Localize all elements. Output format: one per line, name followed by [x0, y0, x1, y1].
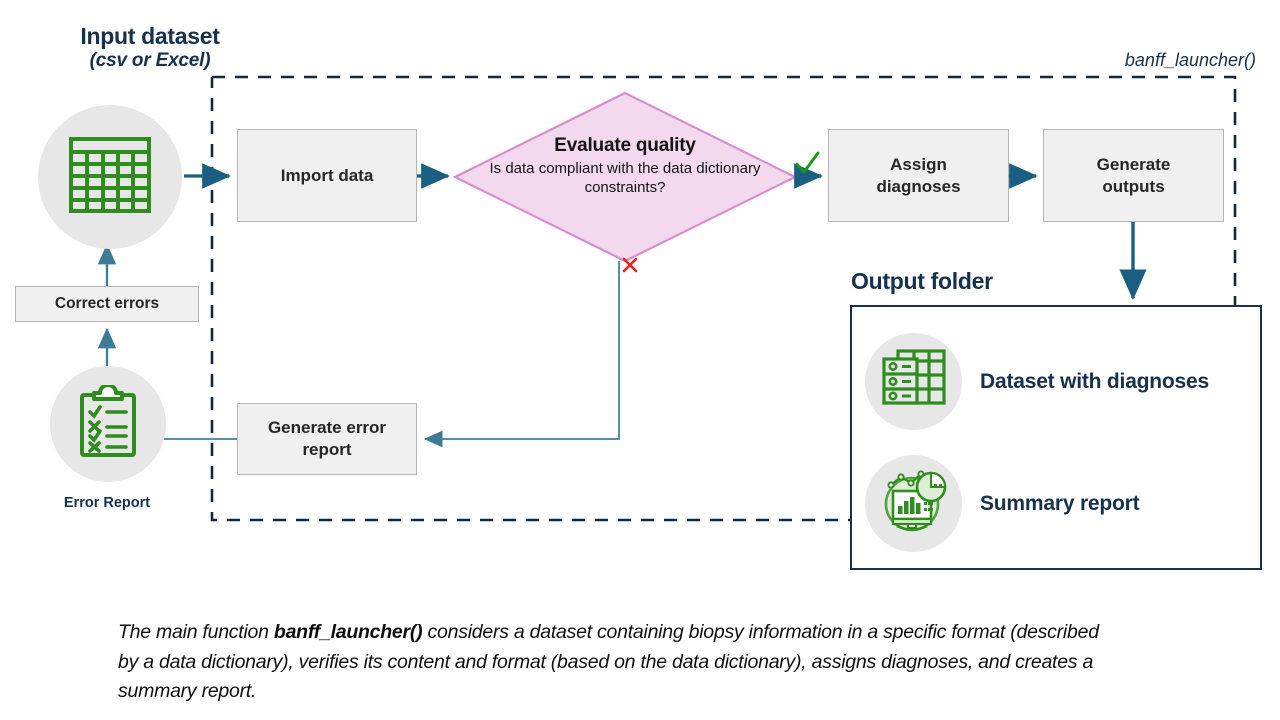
arrow-evaluate-no-to-error-report	[423, 261, 621, 448]
input-dataset-title: Input dataset	[80, 23, 220, 49]
dataset-with-diagnoses-badge	[865, 333, 962, 430]
output-folder-title: Output folder	[851, 268, 993, 294]
output-item-dataset[interactable]: Dataset with diagnoses	[865, 333, 1209, 430]
input-dataset-badge	[38, 105, 182, 249]
caption-part-2: considers a dataset containing biopsy in…	[118, 621, 1099, 703]
process-box-correct-errors[interactable]: Correct errors	[15, 286, 199, 322]
caption-bold-function: banff_launcher()	[273, 621, 423, 643]
chart-report-icon	[879, 468, 949, 539]
banff-launcher-label: banff_launcher()	[1124, 50, 1256, 70]
spreadsheet-table-icon	[68, 136, 152, 219]
evaluate-quality-text: Evaluate quality Is data compliant with …	[455, 135, 795, 198]
clipboard-checklist-icon	[75, 382, 141, 464]
process-box-import-data[interactable]: Import data	[237, 129, 417, 222]
input-dataset-subtitle: (csv or Excel)	[89, 50, 211, 71]
check-mark-icon	[795, 151, 820, 174]
error-report-badge	[50, 366, 166, 482]
evaluate-quality-question: Is data compliant with the data dictiona…	[489, 160, 761, 196]
output-item-summary[interactable]: Summary report	[865, 455, 1140, 552]
process-box-assign-diagnoses[interactable]: Assign diagnoses	[828, 129, 1009, 222]
figure-caption: The main function banff_launcher() consi…	[118, 618, 1118, 707]
process-box-generate-error-report[interactable]: Generate error report	[237, 403, 417, 475]
process-box-generate-outputs[interactable]: Generate outputs	[1043, 129, 1224, 222]
table-list-icon	[881, 348, 947, 415]
cross-mark-icon	[622, 257, 638, 273]
evaluate-quality-title: Evaluate quality	[554, 135, 696, 156]
error-report-caption: Error Report	[63, 495, 151, 511]
caption-part-1: The main function	[118, 621, 274, 643]
output-item-label: Dataset with diagnoses	[980, 369, 1209, 393]
output-item-label: Summary report	[980, 491, 1140, 515]
summary-report-badge	[865, 455, 962, 552]
